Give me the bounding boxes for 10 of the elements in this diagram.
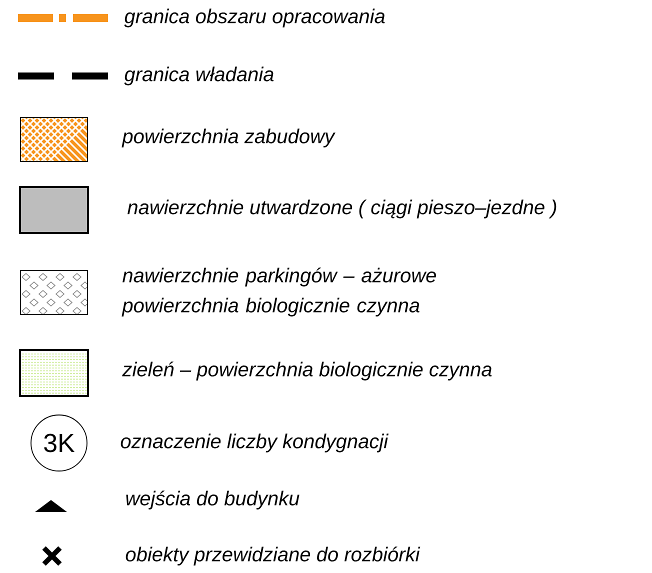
legend-text: nawierzchnie parkingów – ażurowe powierzchnia biologicznie czynna (122, 268, 436, 316)
legend-text: granica władania (124, 66, 274, 86)
legend-text: granica obszaru opracowania (124, 8, 385, 28)
legend-text: wejścia do budynku (126, 490, 300, 510)
legend-text: nawierzchnie utwardzone ( ciągi pieszo–jezdne ) (128, 200, 556, 218)
legend-text: powierzchnia zabudowy (122, 128, 336, 148)
legend-text: zieleń – powierzchnia biologicznie czynna (122, 362, 492, 380)
symbol-label: 3K (44, 434, 75, 452)
legend-text: obiekty przewidziane do rozbiórki (126, 546, 420, 566)
legend-text: oznaczenie liczby kondygnacji (120, 434, 389, 452)
